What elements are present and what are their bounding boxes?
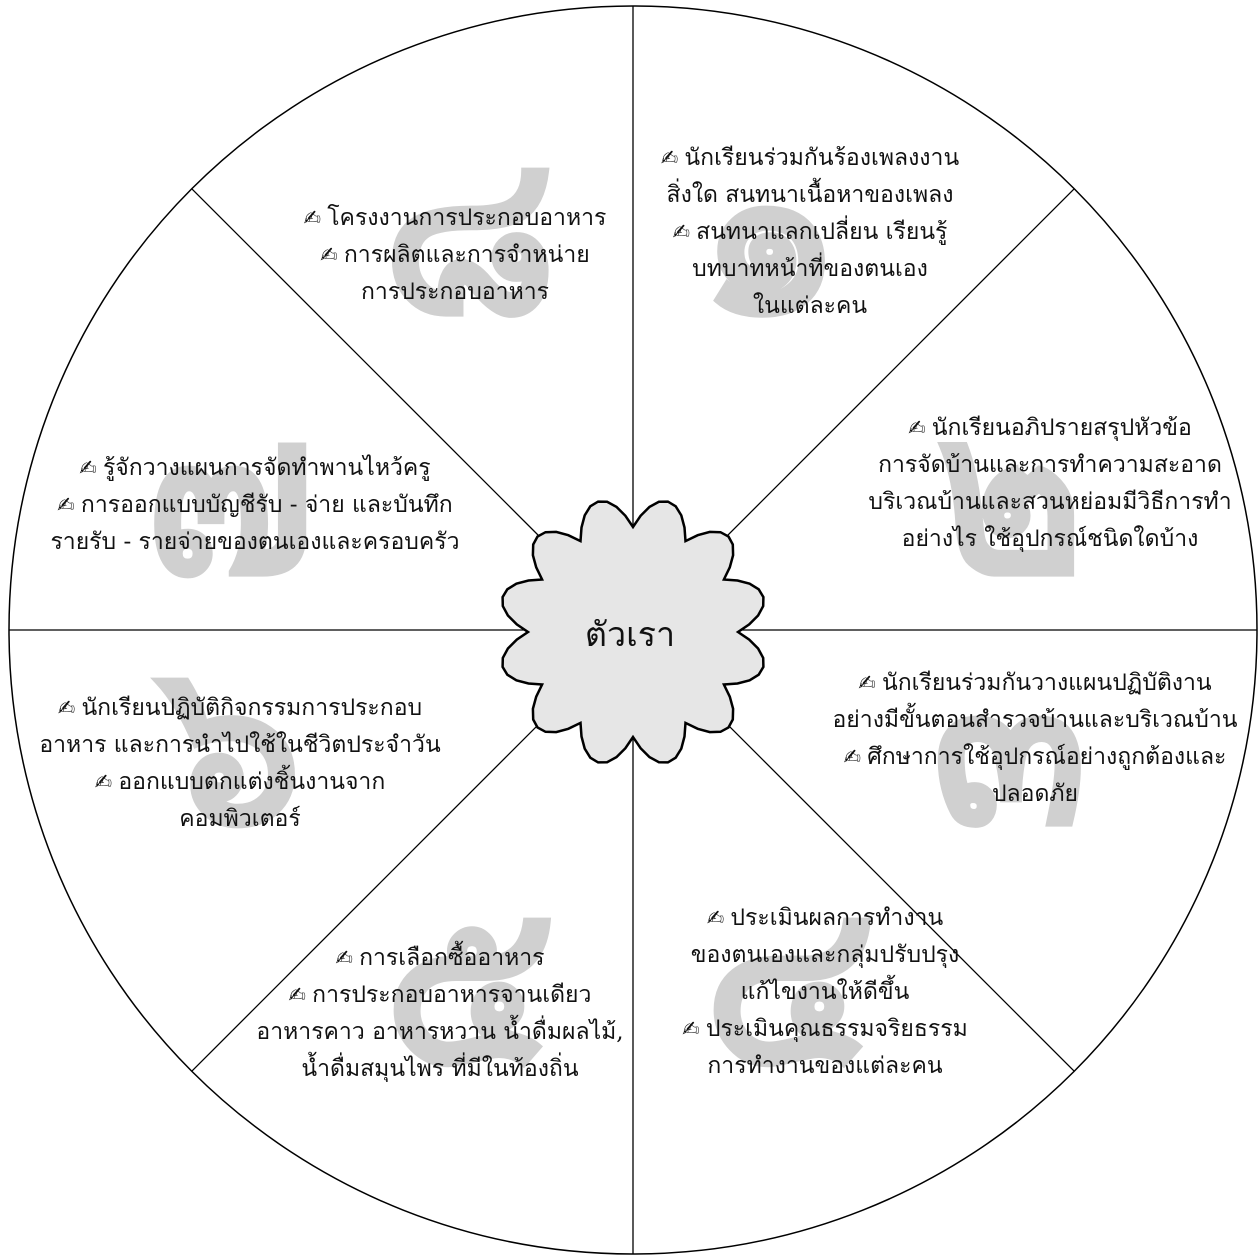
sector-number-1: ๑ (697, 101, 843, 368)
pen-icon: ✍ (79, 456, 97, 480)
sector-5-line-2: ✍การประกอบอาหารจานเดียว (250, 977, 630, 1014)
sector-2-line-4: อย่างไร ใช้อุปกรณ์ชนิดใดบ้าง (901, 526, 1199, 552)
pen-icon: ✍ (320, 243, 338, 267)
sector-7-text: ✍รู้จักวางแผนการจัดทำพานไหว้ครู ✍การออกแ… (30, 450, 480, 561)
sector-6-text: ✍นักเรียนปฏิบัติกิจกรรมการประกอบ อาหาร แ… (20, 690, 460, 838)
sector-number-4: ๔ (703, 851, 877, 1118)
sector-5-text: ✍การเลือกซื้ออาหาร ✍การประกอบอาหารจานเดี… (250, 940, 630, 1088)
sector-6-item-3: ออกแบบตกแต่งชิ้นงานจาก (118, 769, 386, 795)
sector-4-line-1: ✍ประเมินผลการทำงาน (655, 900, 995, 937)
sector-6-line-2: อาหาร และการนำไปใช้ในชีวิตประจำวัน (39, 732, 441, 758)
sector-8-text: ✍โครงงานการประกอบอาหาร ✍การผลิตและการจำห… (275, 200, 635, 311)
sector-1-text: ✍นักเรียนร่วมกันร้องเพลงงาน สิ่งใด สนทนา… (650, 140, 970, 325)
sector-5-line-4: น้ำดื่มสมุนไพร ที่มีในท้องถิ่น (301, 1056, 579, 1082)
sector-2-text: ✍นักเรียนอภิปรายสรุปหัวข้อ การจัดบ้านและ… (855, 410, 1245, 558)
pen-icon: ✍ (843, 745, 862, 769)
sector-5-line-1: ✍การเลือกซื้ออาหาร (250, 940, 630, 977)
sector-4-line-3: แก้ไขงานให้ดีขึ้น (740, 979, 910, 1005)
sector-1-line-5: ในแต่ละคน (752, 293, 868, 319)
pen-icon: ✍ (57, 696, 76, 720)
sector-6-line-4: คอมพิวเตอร์ (179, 806, 301, 832)
pen-icon: ✍ (94, 770, 113, 794)
sector-3-line-1: ✍นักเรียนร่วมกันวางแผนปฏิบัติงาน (815, 665, 1255, 702)
pen-icon: ✍ (908, 416, 926, 440)
sector-number-6: ๖ (150, 611, 303, 878)
sector-4-line-4: ✍ประเมินคุณธรรมจริยธรรม (655, 1011, 995, 1048)
sector-5-item-2: การประกอบอาหารจานเดียว (312, 982, 592, 1008)
sector-8-item-2: การผลิตและการจำหน่าย (343, 242, 590, 268)
sector-6-item-1: นักเรียนปฏิบัติกิจกรรมการประกอบ (81, 695, 423, 721)
sector-6-line-3: ✍ออกแบบตกแต่งชิ้นงานจาก (20, 764, 460, 801)
pen-icon: ✍ (682, 1017, 700, 1041)
sector-3-item-1: นักเรียนร่วมกันวางแผนปฏิบัติงาน (881, 670, 1212, 696)
pen-icon: ✍ (706, 906, 725, 930)
sector-number-8: ๘ (381, 101, 558, 368)
pen-icon: ✍ (858, 671, 876, 695)
sector-3-line-3: ✍ศึกษาการใช้อุปกรณ์อย่างถูกต้องและ (815, 739, 1255, 776)
sector-1-line-3: ✍สนทนาแลกเปลี่ยน เรียนรู้ (650, 214, 970, 251)
sector-3-text: ✍นักเรียนร่วมกันวางแผนปฏิบัติงาน อย่างมี… (815, 665, 1255, 813)
sector-number-5: ๕ (383, 851, 557, 1118)
sector-1-line-4: บทบาทหน้าที่ของตนเอง (692, 256, 928, 282)
sector-7-item-2: การออกแบบบัญชีรับ - จ่าย และบันทึก (80, 492, 453, 518)
sector-1-line-2: สิ่งใด สนทนาเนื้อหาของเพลง (666, 182, 954, 208)
pen-icon: ✍ (660, 146, 679, 170)
pen-icon: ✍ (288, 983, 307, 1007)
sector-3-line-2: อย่างมีขั้นตอนสำรวจบ้านและบริเวณบ้าน (832, 707, 1238, 733)
sector-4-text: ✍ประเมินผลการทำงาน ของตนเองและกลุ่มปรับป… (655, 900, 995, 1085)
sector-number-3: ๓ (931, 611, 1088, 878)
sector-1-item-3: สนทนาแลกเปลี่ยน เรียนรู้ (696, 219, 948, 245)
sector-1-item-1: นักเรียนร่วมกันร้องเพลงงาน (684, 145, 960, 171)
sector-3-item-3: ศึกษาการใช้อุปกรณ์อย่างถูกต้องและ (867, 744, 1227, 770)
sector-number-7: ๗ (144, 361, 317, 628)
sector-5-item-1: การเลือกซื้ออาหาร (359, 945, 545, 971)
pen-icon: ✍ (303, 206, 322, 230)
sector-4-item-4: ประเมินคุณธรรมจริยธรรม (705, 1016, 968, 1042)
sector-8-line-1: ✍โครงงานการประกอบอาหาร (275, 200, 635, 237)
sector-2-line-3: บริเวณบ้านและสวนหย่อมมีวิธีการทำ (868, 489, 1232, 515)
sector-4-line-2: ของตนเองและกลุ่มปรับปรุง (690, 942, 960, 968)
sector-8-item-1: โครงงานการประกอบอาหาร (327, 205, 607, 231)
sector-4-item-1: ประเมินผลการทำงาน (730, 905, 944, 931)
sector-8-line-2: ✍การผลิตและการจำหน่าย (275, 237, 635, 274)
pen-icon: ✍ (57, 493, 75, 517)
pen-icon: ✍ (672, 220, 691, 244)
sector-2-line-1: ✍นักเรียนอภิปรายสรุปหัวข้อ (855, 410, 1245, 447)
sector-3-line-4: ปลอดภัย (991, 781, 1079, 807)
sector-7-line-3: รายรับ - รายจ่ายของตนเองและครอบครัว (50, 529, 460, 555)
sector-5-line-3: อาหารคาว อาหารหวาน น้ำดื่มผลไม้, (256, 1019, 624, 1045)
center-label: ตัวเรา (584, 615, 676, 655)
sector-4-line-5: การทำงานของแต่ละคน (707, 1053, 943, 1079)
sector-1-line-1: ✍นักเรียนร่วมกันร้องเพลงงาน (650, 140, 970, 177)
sector-2-item-1: นักเรียนอภิปรายสรุปหัวข้อ (931, 415, 1192, 441)
sector-2-line-2: การจัดบ้านและการทำความสะอาด (878, 452, 1222, 478)
center-cloud (501, 500, 765, 764)
sector-7-line-1: ✍รู้จักวางแผนการจัดทำพานไหว้ครู (30, 450, 480, 487)
sector-8-line-3: การประกอบอาหาร (361, 279, 549, 305)
sector-number-2: ๒ (934, 361, 1086, 628)
sector-6-line-1: ✍นักเรียนปฏิบัติกิจกรรมการประกอบ (20, 690, 460, 727)
sector-7-item-1: รู้จักวางแผนการจัดทำพานไหว้ครู (102, 455, 431, 481)
sector-7-line-2: ✍การออกแบบบัญชีรับ - จ่าย และบันทึก (30, 487, 480, 524)
pen-icon: ✍ (335, 946, 354, 970)
